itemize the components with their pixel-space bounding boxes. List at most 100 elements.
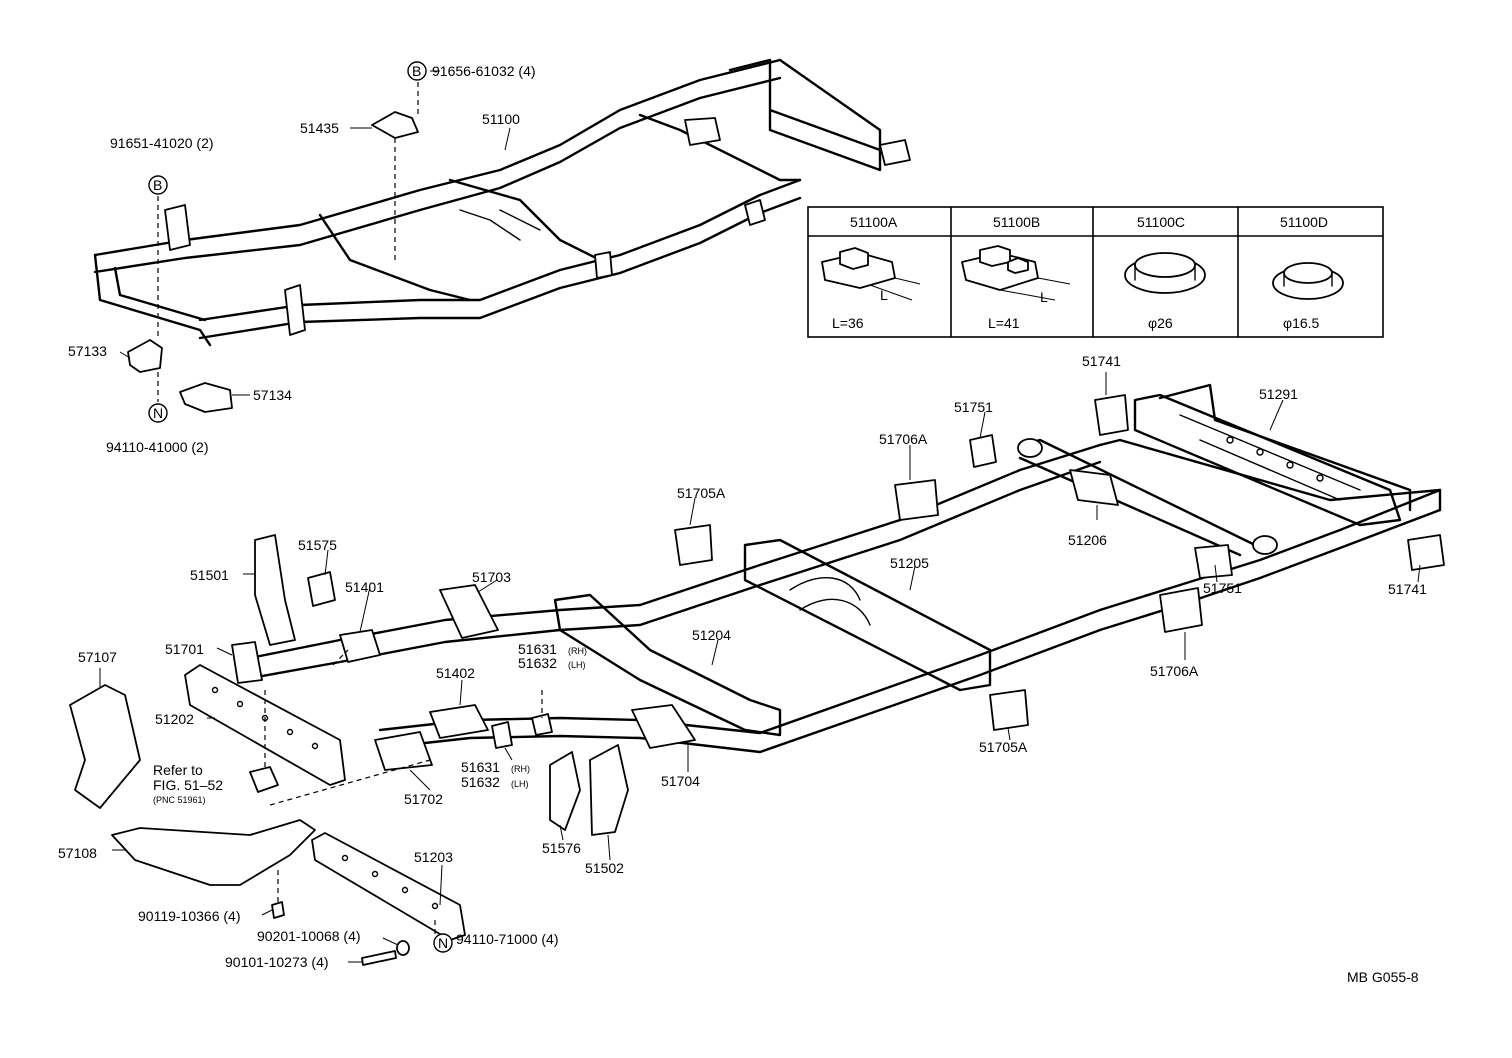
label-51632-upper: 51632 — [518, 655, 557, 671]
label-51706a-top: 51706A — [879, 431, 928, 447]
label-51206: 51206 — [1068, 532, 1107, 548]
label-51204: 51204 — [692, 627, 731, 643]
label-51401: 51401 — [345, 579, 384, 595]
callout-letter: N — [153, 405, 163, 421]
bolt-90101 — [361, 950, 397, 966]
bracket-51704 — [631, 704, 696, 749]
label-51706a-right: 51706A — [1150, 663, 1199, 679]
label-rh-lower: (RH) — [511, 764, 530, 774]
label-51202: 51202 — [155, 711, 194, 727]
reference-note: Refer to FIG. 51–52 (PNC 51961) — [153, 762, 223, 805]
label-51751-right: 51751 — [1203, 580, 1242, 596]
label-51705a-bottom: 51705A — [979, 739, 1028, 755]
reference-note-line3: (PNC 51961) — [153, 795, 206, 805]
label-bolt-90101: 90101-10273 (4) — [225, 954, 329, 970]
table-header-51100c: 51100C — [1137, 214, 1185, 230]
label-51631-upper: 51631 — [518, 641, 557, 657]
plug-51100d-value: φ16.5 — [1283, 315, 1320, 331]
mount-51401 — [339, 629, 381, 663]
label-51741-right: 51741 — [1388, 581, 1427, 597]
plug-51100a-dim-letter: L — [880, 287, 888, 303]
bracket-51751-right — [1194, 544, 1233, 579]
bracket-51576 — [549, 751, 581, 831]
plug-51100d-drawing — [1272, 262, 1344, 300]
bracket-51703 — [439, 584, 499, 639]
clip-51631-upper — [531, 713, 553, 736]
bracket-51501 — [254, 534, 296, 646]
bracket-51575 — [307, 571, 336, 607]
bracket-51706a-right — [1159, 587, 1203, 633]
label-bolt-91651: 91651-41020 (2) — [110, 135, 214, 151]
label-51203: 51203 — [414, 849, 453, 865]
callout-n-bottom: N — [433, 933, 453, 953]
bracket-51502 — [589, 744, 629, 836]
bracket-51702 — [374, 731, 433, 771]
plug-51100b-value: L=41 — [988, 315, 1020, 331]
clip-51631-lower — [491, 721, 513, 749]
bracket-refer — [249, 766, 279, 793]
bracket-51435 — [371, 111, 419, 139]
plug-51100c-drawing — [1124, 252, 1206, 294]
crossmember-51202 — [184, 664, 346, 786]
crossmember-51206-brackets — [1069, 469, 1119, 506]
bracket-51706a-top — [894, 479, 939, 521]
table-header-51100b: 51100B — [993, 214, 1040, 230]
skid-plate-57108 — [111, 819, 316, 886]
label-51205: 51205 — [890, 555, 929, 571]
label-51704: 51704 — [661, 773, 700, 789]
label-plate-57134: 57134 — [253, 387, 292, 403]
bracket-51741-top — [1094, 394, 1129, 436]
label-rh-upper: (RH) — [568, 646, 587, 656]
lower-frame-leaders — [99, 372, 1421, 963]
upper-frame-leaders — [119, 70, 511, 402]
label-51502: 51502 — [585, 860, 624, 876]
plug-table: 51100A 51100B 51100C 51100D L L=36 L L=4… — [807, 206, 1384, 338]
label-bolt-90119: 90119-10366 (4) — [138, 908, 240, 924]
upper-frame-assembly — [93, 58, 911, 413]
callout-letter: B — [153, 177, 162, 193]
plate-57133 — [127, 339, 163, 373]
label-bracket-51435: 51435 — [300, 120, 339, 136]
callout-b-top: B — [407, 61, 427, 81]
plug-51100b-drawing — [961, 245, 1071, 301]
washer-90201 — [396, 940, 410, 956]
mount-51701 — [231, 641, 263, 684]
table-header-51100d: 51100D — [1280, 214, 1328, 230]
label-51501: 51501 — [190, 567, 229, 583]
label-lh-lower: (LH) — [511, 779, 529, 789]
label-frame-51100: 51100 — [482, 111, 520, 127]
label-lh-upper: (LH) — [568, 660, 586, 670]
label-51632-lower: 51632 — [461, 774, 500, 790]
bracket-51751-top — [969, 434, 997, 468]
plug-51100b-dim-letter: L — [1040, 289, 1048, 305]
plate-57134 — [179, 382, 233, 413]
plug-51100a-drawing — [821, 247, 921, 301]
crossmember-51203 — [311, 832, 466, 941]
mount-51402 — [429, 704, 489, 739]
label-51703: 51703 — [472, 569, 511, 585]
plug-51100c-value: φ26 — [1148, 315, 1173, 331]
label-51631-lower: 51631 — [461, 759, 500, 775]
label-bolt-91656: 91656-61032 (4) — [432, 63, 536, 79]
label-51701: 51701 — [165, 641, 204, 657]
label-51575: 51575 — [298, 537, 337, 553]
label-51402: 51402 — [436, 665, 475, 681]
skid-plate-57107 — [69, 684, 141, 809]
table-header-51100a: 51100A — [850, 214, 898, 230]
reference-note-line1: Refer to — [153, 762, 203, 778]
label-51741-top: 51741 — [1082, 353, 1121, 369]
label-51702: 51702 — [404, 791, 443, 807]
reference-note-line2: FIG. 51–52 — [153, 777, 223, 793]
lower-frame-assembly — [69, 383, 1445, 966]
label-nut-94110-71000: 94110-71000 (4) — [456, 931, 558, 947]
label-51576: 51576 — [542, 840, 581, 856]
label-nut-94110-41000: 94110-41000 (2) — [106, 439, 208, 455]
label-plate-57133: 57133 — [68, 343, 107, 359]
callout-letter: B — [412, 63, 421, 79]
bracket-51705a-bottom — [989, 689, 1029, 731]
label-51751-top: 51751 — [954, 399, 993, 415]
figure-code: MB G055-8 — [1347, 969, 1419, 985]
callout-n-left: N — [148, 403, 168, 423]
label-57107: 57107 — [78, 649, 117, 665]
